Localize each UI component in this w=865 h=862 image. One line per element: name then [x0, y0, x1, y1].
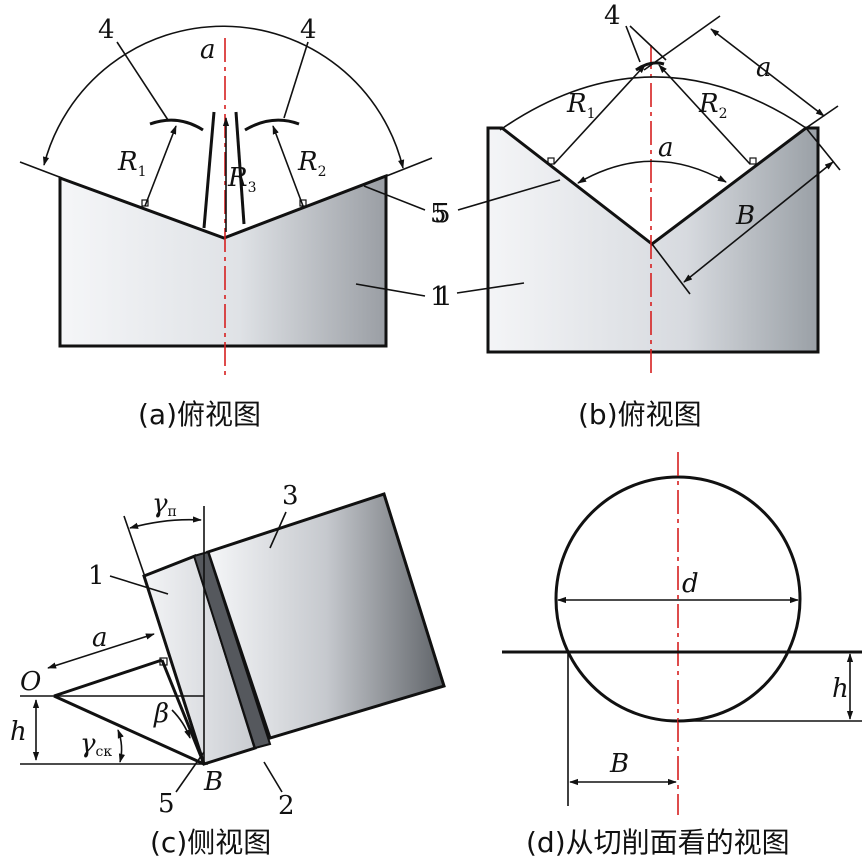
panel-a-label-1: 1: [430, 282, 447, 312]
panel-b-leader-4b: [629, 25, 667, 61]
panel-b-right-angle-right: [749, 157, 757, 165]
panel-c-leader-3: [269, 511, 287, 549]
panel-c-label-2: 2: [278, 791, 295, 821]
panel-c-label-o: O: [20, 667, 41, 697]
panel-b-label-r1: R1: [566, 89, 596, 122]
panel-c-face-bottom: [53, 694, 205, 766]
panel-a-edge-left: [202, 111, 216, 229]
panel-a-arc-left: [149, 118, 204, 132]
panel-a-extension-left: [19, 161, 63, 179]
panel-b-big-arc: [499, 76, 807, 131]
panel-a-arc-right: [244, 118, 300, 132]
panel-a: a 4 4 5 1 R1 R3 R2 (a)俯视图: [19, 15, 447, 431]
panel-c-label-1: 1: [88, 561, 105, 591]
panel-a-leader-1: [355, 283, 426, 297]
panel-a-caption: (a)俯视图: [138, 398, 261, 431]
panel-c-leader-2: [263, 761, 283, 793]
panel-b-r1-line: [553, 64, 646, 165]
panel-d-caption: (d)从切削面看的视图: [526, 826, 790, 859]
panel-c-arc-gamma-ck: [117, 729, 126, 763]
panel-a-label-5: 5: [430, 199, 447, 229]
panel-c-flank: [160, 659, 206, 765]
panel-a-label-r2: R2: [297, 147, 327, 180]
panel-a-leader-4-left: [116, 41, 169, 121]
panel-d-label-d: d: [682, 569, 699, 599]
panel-c-label-gamma-p: γп: [152, 489, 177, 520]
panel-c-dim-a: [47, 633, 155, 669]
panel-c-label-a: a: [92, 623, 108, 653]
panel-a-label-r1: R1: [117, 147, 147, 180]
panel-b-r2-line: [658, 64, 751, 165]
panel-a-label-r3: R3: [227, 163, 257, 196]
panel-a-label-4-right: 4: [300, 15, 317, 45]
panel-c: γп 3 1 a O h β γск 5 B 2 (c)侧视图: [10, 481, 446, 859]
panel-d: d h B (d)从切削面看的视图: [502, 452, 862, 859]
panel-c-part-3: [206, 492, 446, 740]
panel-b-leader-1: [456, 282, 525, 294]
panel-a-r1-arrow: [144, 125, 177, 207]
panel-a-r2-arrow: [272, 125, 304, 207]
panel-a-right-angle-right: [299, 199, 307, 207]
panel-a-angle-arc: [42, 25, 405, 169]
panel-b-label-a-top: a: [756, 53, 772, 83]
panel-b-label-1: 1: [436, 282, 453, 312]
panel-c-face-top: [53, 658, 163, 698]
panel-a-label-4-left: 4: [98, 15, 115, 45]
panel-a-leader-4-right: [283, 41, 309, 119]
panel-c-caption: (c)侧视图: [150, 826, 271, 859]
panel-b-right-angle-left: [547, 157, 555, 165]
panel-b-leader-4a: [625, 25, 641, 63]
panel-b-label-r2: R2: [698, 89, 728, 122]
panel-a-leader-5: [363, 185, 426, 211]
panel-b-label-4: 4: [604, 1, 621, 31]
panel-c-label-b: B: [203, 767, 223, 797]
panel-c-label-h: h: [10, 717, 27, 747]
panel-b: 4 a a R1 R2 B 5 1 (b)俯视图: [434, 1, 841, 431]
panel-b-label-a-inner: a: [658, 133, 674, 163]
panel-a-label-angle: a: [200, 35, 216, 65]
panel-b-inner-angle-arc: [577, 160, 727, 184]
panel-c-ext-gamma-p: [123, 515, 146, 578]
panel-c-arc-gamma-p: [129, 516, 202, 529]
panel-d-label-h: h: [832, 674, 849, 704]
panel-b-dim-b: [683, 161, 834, 283]
panel-c-right-angle: [159, 657, 168, 666]
panel-a-body: [58, 173, 388, 348]
panel-c-label-5: 5: [158, 789, 175, 819]
panel-b-ext-a-top: [643, 15, 721, 71]
panel-b-ext-a-bottom: [805, 105, 839, 129]
panel-c-arc-beta: [171, 709, 191, 739]
panel-c-leader-1: [109, 575, 169, 595]
panel-a-extension-right: [383, 157, 433, 178]
panel-a-right-angle-left: [141, 199, 149, 207]
panel-c-label-3: 3: [282, 481, 299, 511]
panel-c-label-gamma-ck: γск: [80, 729, 112, 760]
panel-b-label-5: 5: [434, 199, 451, 229]
panel-b-leader-5: [457, 179, 561, 211]
panel-b-ext-b-bottom: [651, 243, 691, 295]
panel-b-point-4: [635, 61, 665, 72]
panel-b-label-b: B: [735, 201, 755, 231]
panel-d-label-b: B: [609, 749, 629, 779]
panel-b-dim-a: [710, 28, 825, 117]
panel-b-caption: (b)俯视图: [578, 398, 702, 431]
panel-c-label-beta: β: [153, 699, 169, 729]
panel-c-leader-5: [175, 751, 205, 793]
panel-b-ext-b-top: [805, 127, 841, 171]
panel-a-edge-right: [234, 111, 246, 225]
